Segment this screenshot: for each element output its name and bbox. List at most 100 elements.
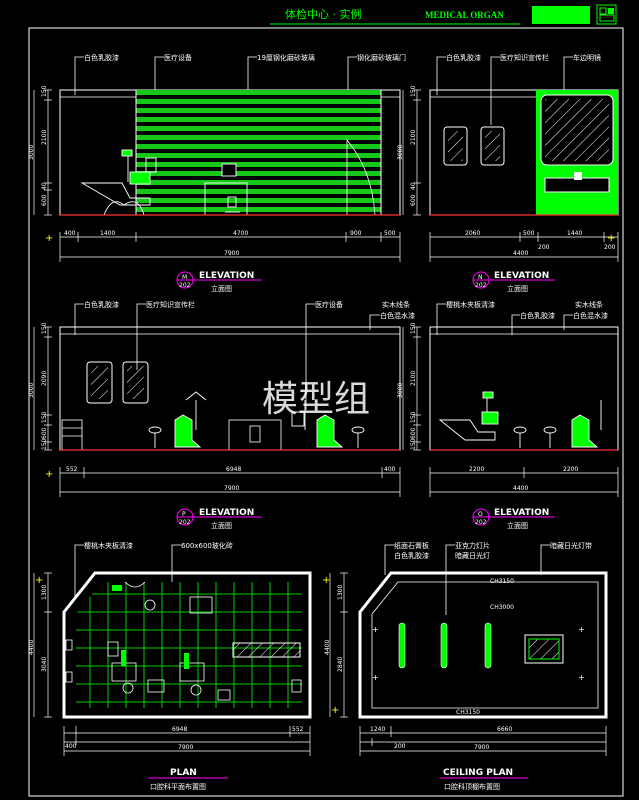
dim: 500: [384, 230, 396, 237]
ceiling-height: CH3150: [456, 709, 480, 716]
label: 医疗设备: [164, 53, 192, 62]
dental-chair-icon: [148, 391, 365, 448]
label: 亚克力灯片: [455, 541, 490, 550]
sheet-title-cn: 体检中心 · 实例: [285, 7, 362, 21]
dim: 1240: [370, 726, 385, 733]
badge-number: 202: [475, 282, 487, 289]
logo-block: [532, 6, 590, 24]
label: 19厘钢化磨砂玻璃: [257, 53, 315, 62]
dim: 500: [523, 230, 535, 237]
ceiling-height: CH3150: [490, 578, 514, 585]
panel-title: PLAN: [170, 768, 197, 778]
label: 暗藏日光灯带: [550, 541, 592, 550]
label: 医疗知识宣传栏: [500, 53, 549, 62]
panel-title: ELEVATION: [199, 271, 254, 281]
svg-text:+: +: [578, 625, 585, 634]
dim-total: 4400: [513, 485, 528, 492]
panel-title: ELEVATION: [199, 508, 254, 518]
tile-floor: [76, 582, 302, 708]
dim: 200: [394, 743, 406, 750]
section-badge: P 202 ELEVATION 立面图: [176, 508, 262, 530]
elevation-m-labels: 白色乳胶漆 医疗设备 19厘钢化磨砂玻璃 钢化磨砂玻璃门: [84, 53, 406, 62]
title-strip: 体检中心 · 实例 MEDICAL ORGAN: [270, 4, 617, 25]
dim: 6948: [226, 466, 241, 473]
dim: 150: [41, 438, 48, 450]
panel-title: ELEVATION: [494, 271, 549, 281]
dim: 150: [410, 85, 417, 97]
dental-chair-icon: [438, 391, 602, 448]
crosshair-icon: +: [45, 233, 53, 244]
badge-number: 202: [475, 519, 487, 526]
logo-icon: [596, 4, 617, 25]
label: 白色乳胶漆: [84, 300, 119, 309]
dim: 1300: [337, 585, 344, 600]
panel-subtitle: 立面图: [211, 284, 232, 293]
crosshair-icon: +: [45, 469, 53, 480]
dim: 400: [64, 230, 76, 237]
panel-title: CEILING PLAN: [443, 768, 513, 778]
panel-subtitle: 立面图: [507, 284, 528, 293]
panel-subtitle: 立面图: [507, 521, 528, 530]
label: 车边明镜: [573, 53, 601, 62]
dim: 2100: [410, 130, 417, 145]
crosshair-icon: +: [331, 705, 339, 716]
label: 白色混水漆: [380, 311, 415, 320]
label: 樱桃木夹板清漆: [84, 541, 133, 550]
label: 600x600玻化砖: [181, 541, 233, 550]
badge-number: 202: [179, 282, 191, 289]
dim-total: 7900: [224, 485, 239, 492]
label: 纸面石膏板: [394, 541, 429, 550]
dim: 3000: [28, 383, 35, 398]
dental-chair-icon: [80, 149, 157, 216]
dim: 6948: [172, 726, 187, 733]
dim: 2100: [41, 130, 48, 145]
label: 白色乳胶漆: [446, 53, 481, 62]
label: 暗藏日光灯: [455, 551, 490, 560]
dim: 150: [410, 322, 417, 334]
svg-text:+: +: [372, 625, 379, 634]
crosshair-icon: +: [607, 233, 615, 244]
label: 实木线条: [575, 300, 603, 309]
plan-furniture: [65, 581, 302, 701]
svg-text:+: +: [578, 673, 585, 682]
dim: 4700: [233, 230, 248, 237]
plan-title: PLAN 口腔科平面布置图: [148, 768, 228, 791]
light-strip-icon: [398, 622, 492, 669]
dim: 200: [604, 244, 616, 251]
badge-letter: M: [182, 274, 187, 281]
label: 实木线条: [382, 300, 410, 309]
elevation-o: 樱桃木夹板清漆 白色乳胶漆 实木线条 白色混水漆: [397, 300, 619, 530]
elevation-n: 白色乳胶漆 医疗知识宣传栏 车边明镜 150: [397, 53, 619, 293]
panel-subtitle: 口腔科平面布置图: [150, 782, 206, 791]
dim: 3000: [28, 145, 35, 160]
dim: 150: [410, 411, 417, 423]
badge-letter: P: [182, 511, 186, 518]
dim: 6660: [497, 726, 512, 733]
dim: 1440: [567, 230, 582, 237]
section-badge: O 202 ELEVATION 立面图: [472, 508, 555, 530]
dim: 400: [65, 743, 77, 750]
dim: 900: [350, 230, 362, 237]
crosshair-icon: +: [322, 575, 330, 586]
sheet-title-en: MEDICAL ORGAN: [425, 10, 504, 20]
label: 白色乳胶漆: [394, 551, 429, 560]
dim: 2200: [469, 466, 484, 473]
section-badge: N 202 ELEVATION 立面图: [472, 271, 555, 293]
label: 钢化磨砂玻璃门: [357, 53, 406, 62]
section-badge: M 202 ELEVATION 立面图: [176, 271, 262, 293]
watermark-text: 模型组: [262, 379, 370, 420]
sheet-frame: [28, 27, 624, 797]
ceiling-plan: 纸面石膏板 白色乳胶漆 亚克力灯片 暗藏日光灯 暗藏日光灯带 CH3150 CH…: [324, 541, 608, 791]
floor-plan: 樱桃木夹板清漆 600x600玻化砖: [28, 541, 330, 791]
svg-text:+: +: [372, 673, 379, 682]
dim: 2090: [41, 371, 48, 386]
dim: 200: [538, 244, 550, 251]
cabinet-icon: [61, 419, 282, 451]
dim: 3040: [41, 657, 48, 672]
dim: 1400: [100, 230, 115, 237]
panel-subtitle: 立面图: [211, 521, 232, 530]
dim: 150: [41, 85, 48, 97]
dim: 600: [410, 194, 417, 206]
mirror: [545, 99, 609, 161]
dim: 400: [384, 466, 396, 473]
